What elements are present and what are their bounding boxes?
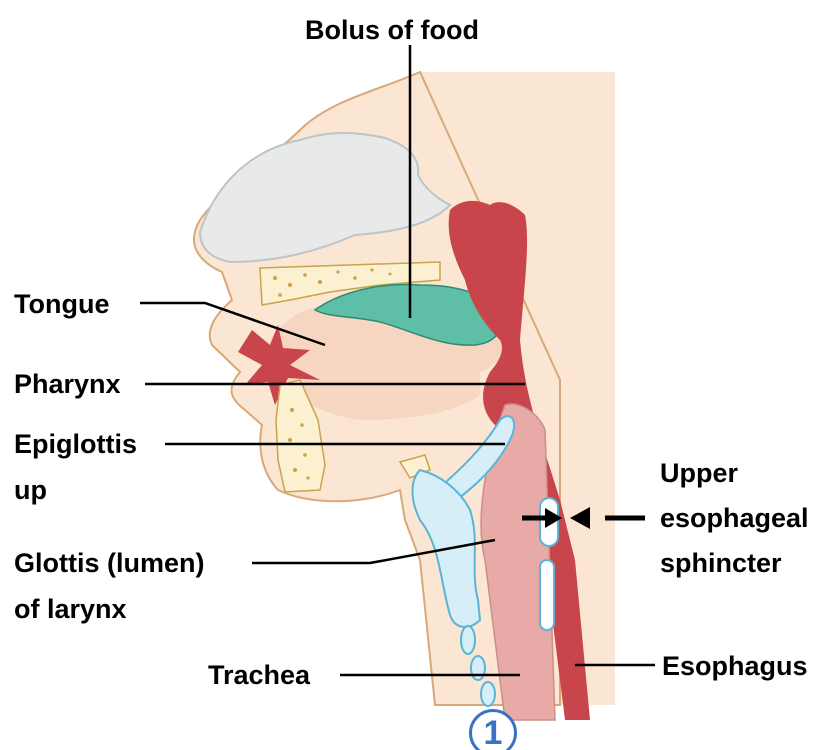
label-tongue: Tongue	[14, 284, 109, 324]
step-number-badge: 1	[469, 709, 517, 750]
label-epiglottis-line1: Epiglottis	[14, 424, 137, 464]
label-upper-line3: sphincter	[660, 543, 782, 583]
label-glottis-line1: Glottis (lumen)	[14, 543, 205, 583]
label-upper-line2: esophageal	[660, 498, 809, 538]
label-bolus-of-food: Bolus of food	[305, 10, 479, 50]
label-trachea: Trachea	[208, 655, 310, 695]
label-glottis-line2: of larynx	[14, 589, 127, 629]
label-pharynx: Pharynx	[14, 364, 121, 404]
label-esophagus: Esophagus	[662, 646, 808, 686]
label-upper-line1: Upper	[660, 453, 738, 493]
label-epiglottis-line2: up	[14, 470, 47, 510]
vertebra-lower	[540, 560, 554, 630]
